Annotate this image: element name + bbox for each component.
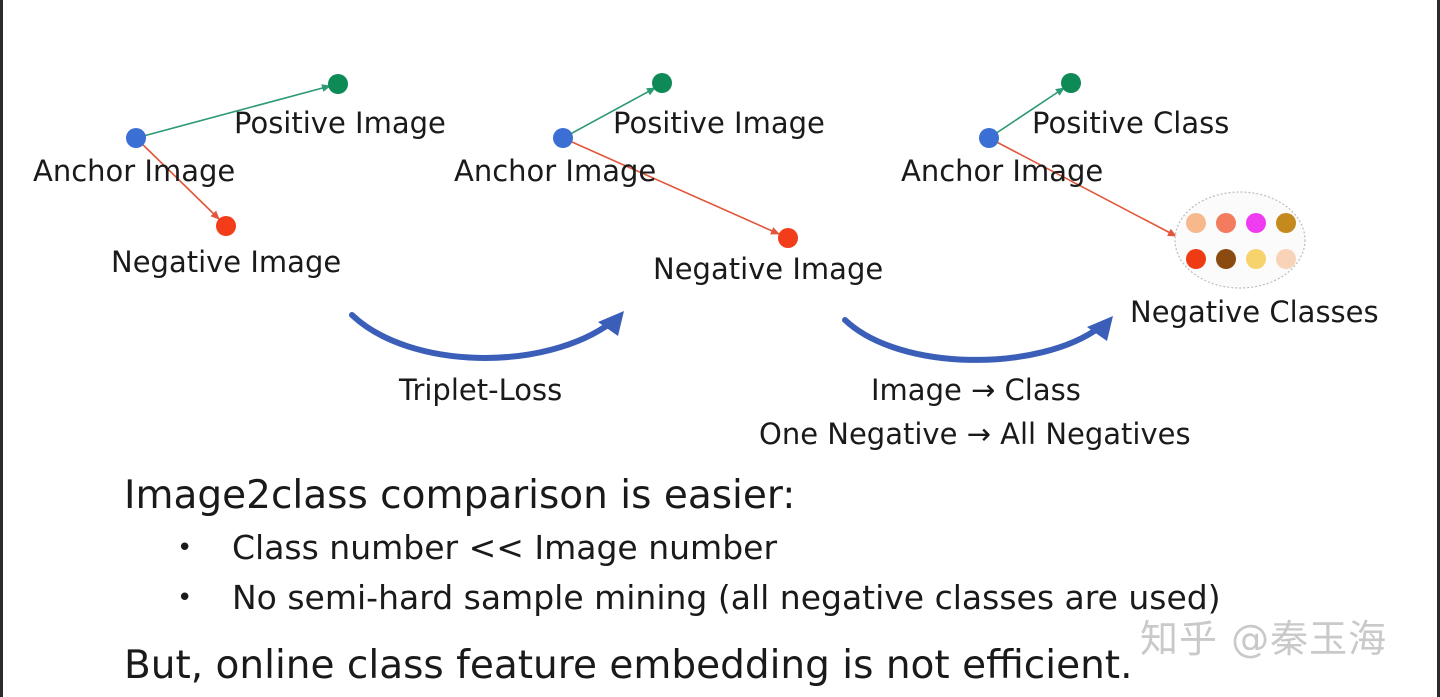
panel3-positive-arrow bbox=[988, 87, 1065, 139]
panel2-positive-label: Positive Image bbox=[613, 106, 825, 140]
bullet-marker: • bbox=[177, 583, 193, 613]
transition-2-caption-line2: One Negative → All Negatives bbox=[759, 417, 1191, 451]
right-border bbox=[1437, 0, 1440, 697]
panel2-negative-dot bbox=[778, 228, 798, 248]
panel1-negative-dot bbox=[216, 216, 236, 236]
negative-class-dot bbox=[1216, 213, 1236, 233]
negative-class-dot bbox=[1276, 249, 1296, 269]
negative-class-dots bbox=[1186, 213, 1296, 269]
panel3-negative-arrow bbox=[988, 137, 1177, 237]
watermark: 知乎 @秦玉海 bbox=[1140, 617, 1388, 661]
panel2-anchor-label: Anchor Image bbox=[454, 154, 657, 188]
panel3-negative-label: Negative Classes bbox=[1130, 295, 1379, 329]
panel1-anchor-label: Anchor Image bbox=[33, 154, 236, 188]
panel1-negative-label: Negative Image bbox=[111, 245, 342, 279]
panel2-positive-dot bbox=[652, 73, 672, 93]
transition-arrow-1-head bbox=[598, 311, 624, 336]
negative-class-dot bbox=[1186, 213, 1206, 233]
negative-class-dot bbox=[1276, 213, 1296, 233]
summary-conclusion: But, online class feature embedding is n… bbox=[124, 643, 1133, 688]
transition-2-caption-line1: Image → Class bbox=[871, 373, 1081, 407]
panel1-negative-arrow bbox=[135, 137, 220, 220]
panel1-positive-label: Positive Image bbox=[234, 106, 446, 140]
panel3-positive-dot bbox=[1061, 73, 1081, 93]
negative-class-dot bbox=[1216, 249, 1236, 269]
negative-class-dot bbox=[1246, 213, 1266, 233]
panel1-positive-arrow bbox=[135, 84, 331, 139]
negative-class-dot bbox=[1186, 249, 1206, 269]
panel2-negative-arrow bbox=[562, 137, 780, 235]
panel1-positive-dot bbox=[328, 74, 348, 94]
panel3-anchor-label: Anchor Image bbox=[901, 154, 1104, 188]
transition-arrow-1 bbox=[349, 312, 615, 361]
bullet-no-mining: No semi-hard sample mining (all negative… bbox=[232, 578, 1221, 617]
transition-1-caption: Triplet-Loss bbox=[399, 373, 563, 407]
summary-heading: Image2class comparison is easier: bbox=[124, 473, 796, 518]
panel2-positive-arrow bbox=[562, 87, 656, 139]
panel2-negative-label: Negative Image bbox=[653, 252, 884, 286]
bullet-class-number: Class number << Image number bbox=[232, 528, 778, 567]
panel3-positive-label: Positive Class bbox=[1032, 106, 1230, 140]
panel3-anchor-dot bbox=[979, 128, 999, 148]
panel2-anchor-dot bbox=[553, 128, 573, 148]
negative-class-dot bbox=[1246, 249, 1266, 269]
panel1-anchor-dot bbox=[126, 128, 146, 148]
transition-arrow-2-head bbox=[1087, 316, 1113, 341]
negative-classes-cluster bbox=[1174, 191, 1306, 289]
left-border bbox=[0, 0, 3, 697]
bullet-marker: • bbox=[177, 533, 193, 563]
transition-arrow-2 bbox=[842, 317, 1103, 363]
